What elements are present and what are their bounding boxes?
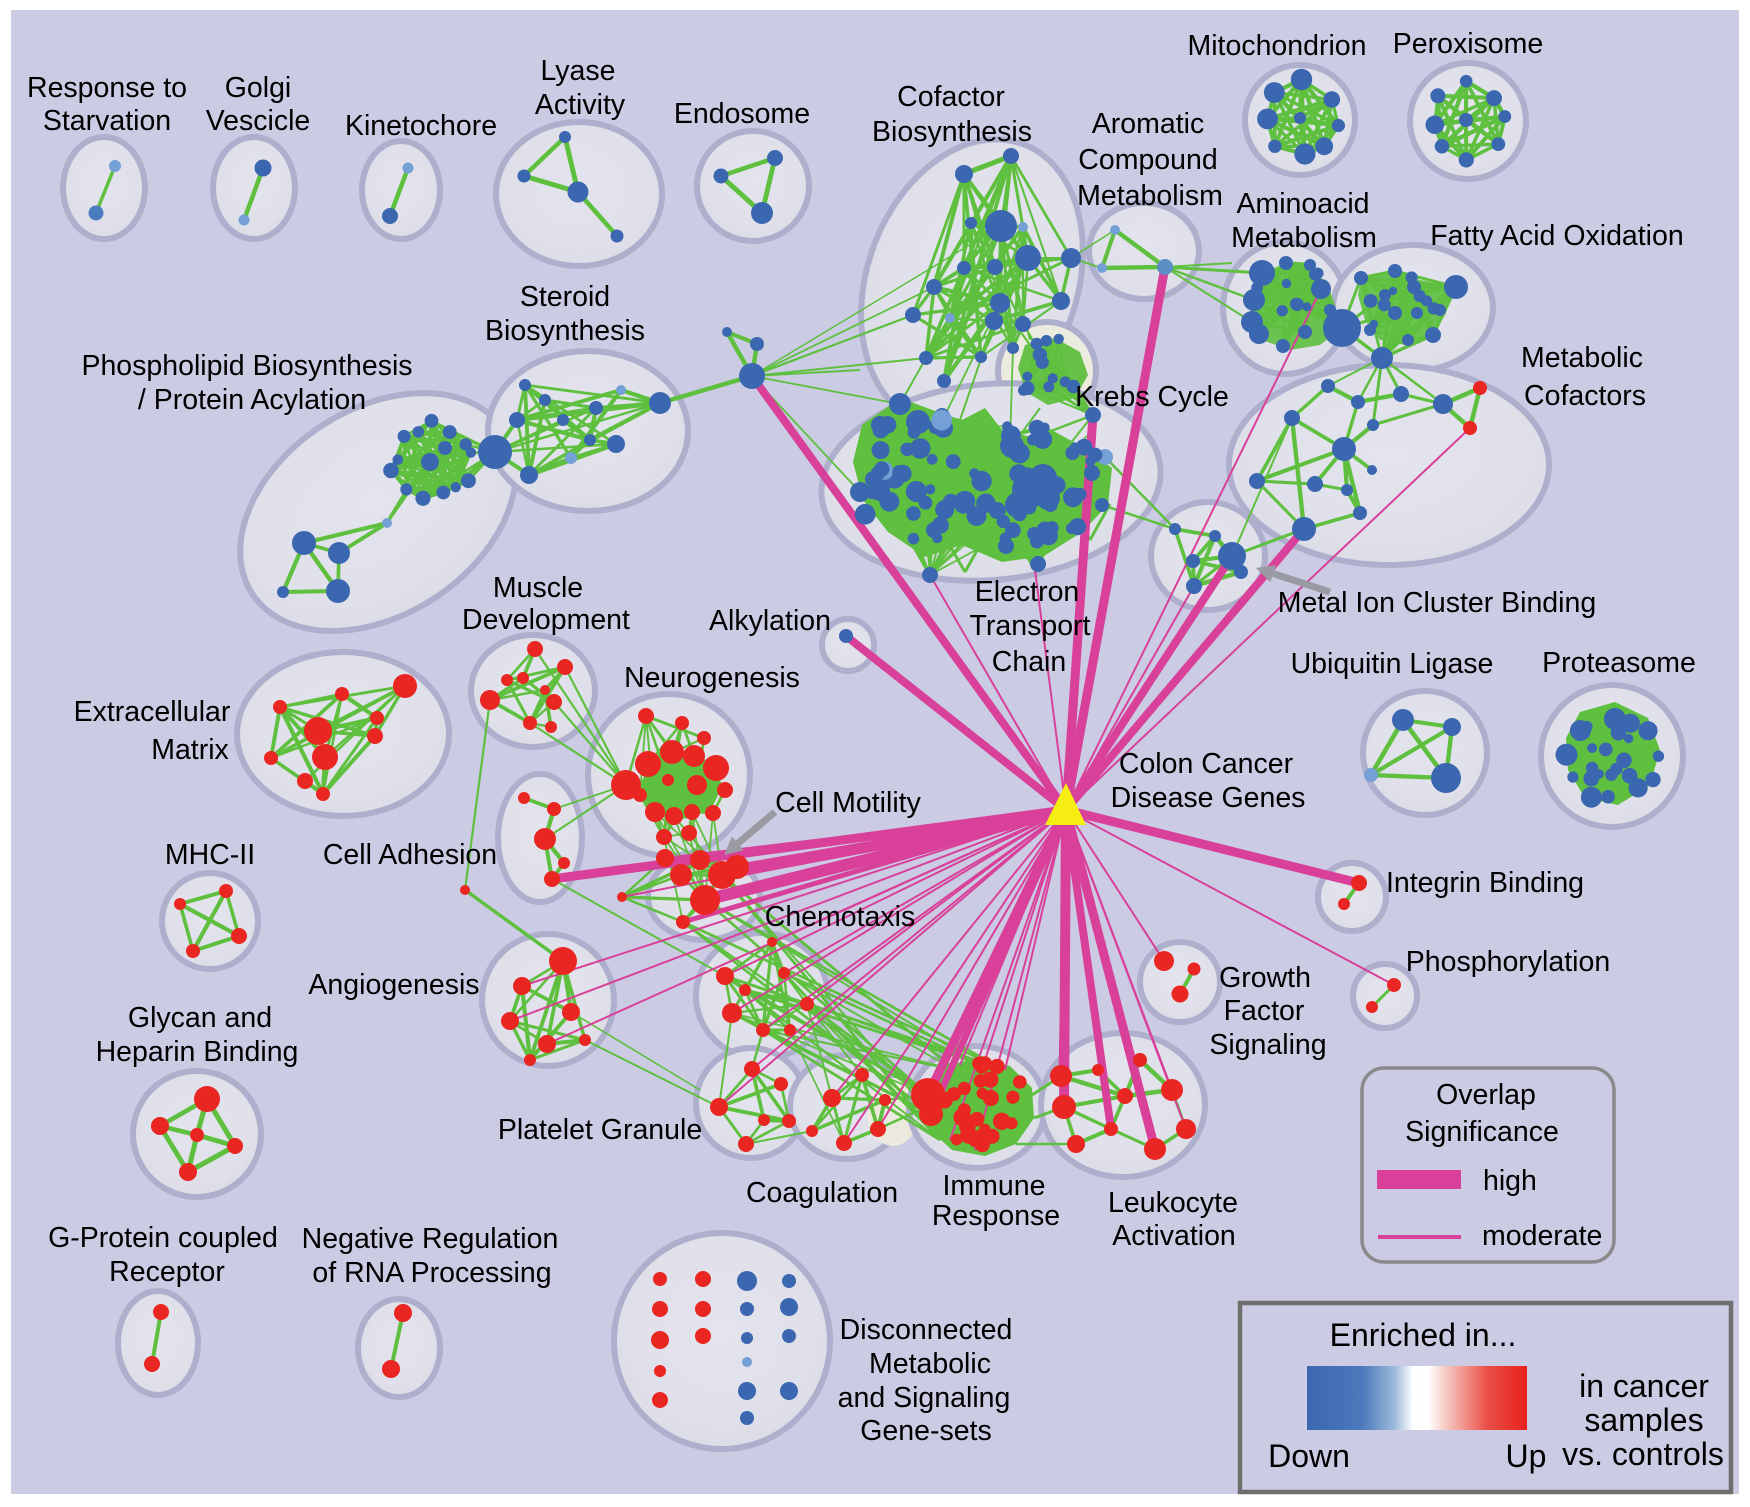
svg-text:Metabolism: Metabolism	[1231, 222, 1377, 254]
svg-text:Cofactor: Cofactor	[897, 81, 1005, 113]
svg-text:in cancer: in cancer	[1579, 1368, 1709, 1404]
svg-text:Response: Response	[932, 1200, 1060, 1232]
svg-text:Metabolic: Metabolic	[869, 1348, 991, 1380]
svg-text:Transport: Transport	[970, 610, 1091, 642]
svg-text:Overlap: Overlap	[1436, 1079, 1536, 1111]
svg-text:Factor: Factor	[1224, 995, 1305, 1027]
svg-text:Chain: Chain	[992, 646, 1066, 678]
svg-text:Kinetochore: Kinetochore	[345, 110, 497, 142]
svg-text:Ubiquitin Ligase: Ubiquitin Ligase	[1291, 648, 1494, 680]
svg-text:Steroid: Steroid	[520, 281, 610, 313]
svg-text:Matrix: Matrix	[151, 734, 229, 766]
svg-text:Cell Motility: Cell Motility	[775, 787, 921, 819]
svg-text:Growth: Growth	[1219, 962, 1311, 994]
svg-text:and Signaling: and Signaling	[838, 1382, 1011, 1414]
svg-text:Platelet Granule: Platelet Granule	[498, 1114, 702, 1146]
svg-text:Endosome: Endosome	[674, 98, 810, 130]
svg-text:Receptor: Receptor	[109, 1256, 225, 1288]
svg-text:Development: Development	[462, 604, 630, 636]
svg-text:Krebs Cycle: Krebs Cycle	[1075, 381, 1229, 413]
svg-text:Signaling: Signaling	[1209, 1029, 1326, 1061]
svg-text:Integrin Binding: Integrin Binding	[1386, 867, 1584, 899]
svg-text:Biosynthesis: Biosynthesis	[872, 116, 1032, 148]
svg-text:Response to: Response to	[27, 72, 187, 104]
svg-text:Peroxisome: Peroxisome	[1393, 28, 1543, 60]
svg-text:Electron: Electron	[975, 576, 1080, 608]
svg-text:Fatty Acid Oxidation: Fatty Acid Oxidation	[1430, 220, 1683, 252]
svg-text:MHC-II: MHC-II	[165, 839, 255, 871]
svg-text:Alkylation: Alkylation	[709, 605, 831, 637]
svg-text:Mitochondrion: Mitochondrion	[1187, 30, 1366, 62]
svg-text:Activation: Activation	[1112, 1220, 1236, 1252]
svg-text:/ Protein Acylation: / Protein Acylation	[138, 384, 366, 416]
svg-text:Chemotaxis: Chemotaxis	[765, 901, 915, 933]
svg-text:Metabolic: Metabolic	[1521, 342, 1643, 374]
svg-text:Extracellular: Extracellular	[74, 696, 231, 728]
svg-text:Phosphorylation: Phosphorylation	[1406, 946, 1610, 978]
svg-text:Phospholipid Biosynthesis: Phospholipid Biosynthesis	[81, 350, 412, 382]
svg-text:Biosynthesis: Biosynthesis	[485, 315, 645, 347]
svg-text:Angiogenesis: Angiogenesis	[308, 969, 479, 1001]
svg-text:moderate: moderate	[1482, 1220, 1602, 1252]
svg-text:Metabolism: Metabolism	[1077, 180, 1223, 212]
svg-text:Golgi: Golgi	[225, 72, 292, 104]
svg-text:Aminoacid: Aminoacid	[1236, 188, 1369, 220]
svg-text:Down: Down	[1268, 1438, 1350, 1474]
svg-text:Neurogenesis: Neurogenesis	[624, 662, 800, 694]
svg-text:Muscle: Muscle	[493, 572, 583, 604]
svg-text:Vescicle: Vescicle	[206, 105, 311, 137]
svg-text:Lyase: Lyase	[541, 55, 616, 87]
svg-text:Colon Cancer: Colon Cancer	[1119, 748, 1294, 780]
svg-text:vs. controls: vs. controls	[1562, 1436, 1724, 1472]
svg-text:of RNA Processing: of RNA Processing	[312, 1257, 551, 1289]
svg-text:Activity: Activity	[535, 89, 626, 121]
svg-text:Significance: Significance	[1405, 1116, 1559, 1148]
svg-text:Compound: Compound	[1078, 144, 1217, 176]
svg-text:Metal Ion Cluster Binding: Metal Ion Cluster Binding	[1278, 587, 1596, 619]
svg-text:Coagulation: Coagulation	[746, 1177, 898, 1209]
svg-text:G-Protein coupled: G-Protein coupled	[48, 1222, 278, 1254]
svg-text:Proteasome: Proteasome	[1542, 647, 1696, 679]
svg-text:Up: Up	[1506, 1438, 1547, 1474]
svg-text:Gene-sets: Gene-sets	[860, 1415, 991, 1447]
svg-text:Cell Adhesion: Cell Adhesion	[323, 839, 497, 871]
svg-text:Leukocyte: Leukocyte	[1108, 1187, 1238, 1219]
svg-text:Negative Regulation: Negative Regulation	[302, 1223, 559, 1255]
svg-text:Aromatic: Aromatic	[1092, 108, 1204, 140]
svg-text:Enriched in...: Enriched in...	[1330, 1317, 1517, 1353]
svg-text:Disease Genes: Disease Genes	[1111, 782, 1306, 814]
svg-text:Glycan and: Glycan and	[128, 1002, 272, 1034]
svg-text:Heparin Binding: Heparin Binding	[96, 1036, 299, 1068]
svg-text:high: high	[1483, 1165, 1537, 1197]
svg-text:Immune: Immune	[943, 1170, 1046, 1202]
svg-text:Disconnected: Disconnected	[840, 1314, 1013, 1346]
svg-text:samples: samples	[1584, 1402, 1703, 1438]
svg-text:Starvation: Starvation	[43, 105, 171, 137]
svg-text:Cofactors: Cofactors	[1524, 380, 1646, 412]
